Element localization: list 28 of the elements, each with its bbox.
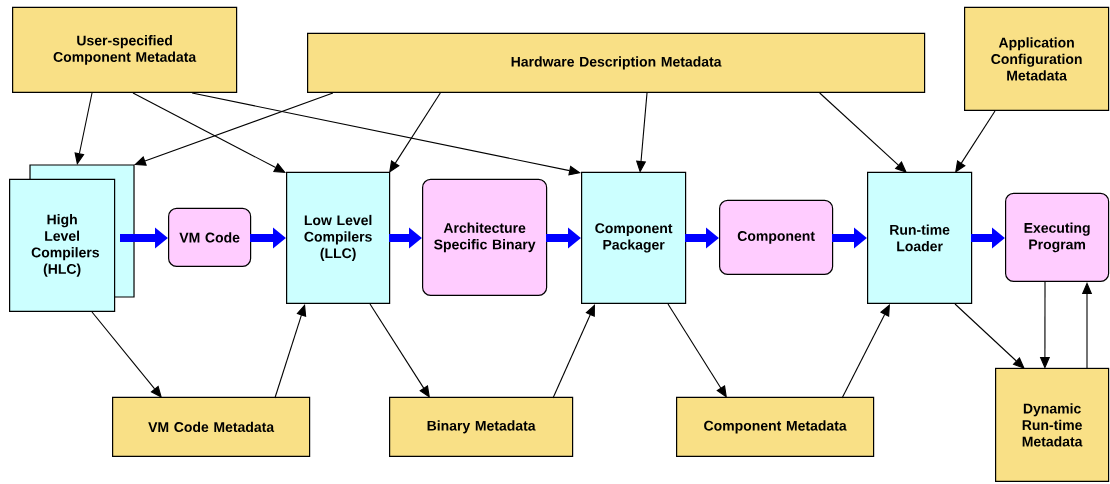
- arrow: [667, 303, 727, 398]
- rounded-box: Component: [719, 199, 834, 275]
- arrow: [91, 311, 162, 398]
- arrow: [274, 304, 307, 399]
- arrow: [841, 304, 890, 399]
- arrow: [819, 92, 907, 173]
- arrow: [132, 92, 286, 173]
- arrow: [955, 110, 996, 173]
- metadata-box: User-specified Component Metadata: [12, 6, 238, 93]
- stacked-process-box: High Level Compilers (HLC): [9, 164, 135, 312]
- arrow: [954, 303, 1025, 369]
- arrow: [74, 92, 93, 165]
- metadata-box: Component Metadata: [676, 396, 875, 457]
- rounded-box: Architecture Specific Binary: [422, 178, 548, 296]
- metadata-box: Hardware Description Metadata: [307, 32, 926, 93]
- arrow: [191, 92, 581, 176]
- process-box: Run-time Loader: [867, 171, 973, 304]
- process-box: Low Level Compilers (LLC): [286, 171, 391, 304]
- arrow: [552, 304, 595, 399]
- metadata-box: VM Code Metadata: [112, 396, 311, 457]
- metadata-box: Dynamic Run-time Metadata: [995, 367, 1110, 482]
- metadata-box: Binary Metadata: [389, 396, 574, 457]
- arrow: [369, 303, 430, 398]
- process-box: Component Packager: [581, 171, 687, 304]
- metadata-box: Application Configuration Metadata: [964, 6, 1110, 111]
- rounded-box: VM Code: [168, 207, 252, 267]
- arrow: [389, 92, 441, 173]
- rounded-box: Executing Program: [1005, 192, 1110, 282]
